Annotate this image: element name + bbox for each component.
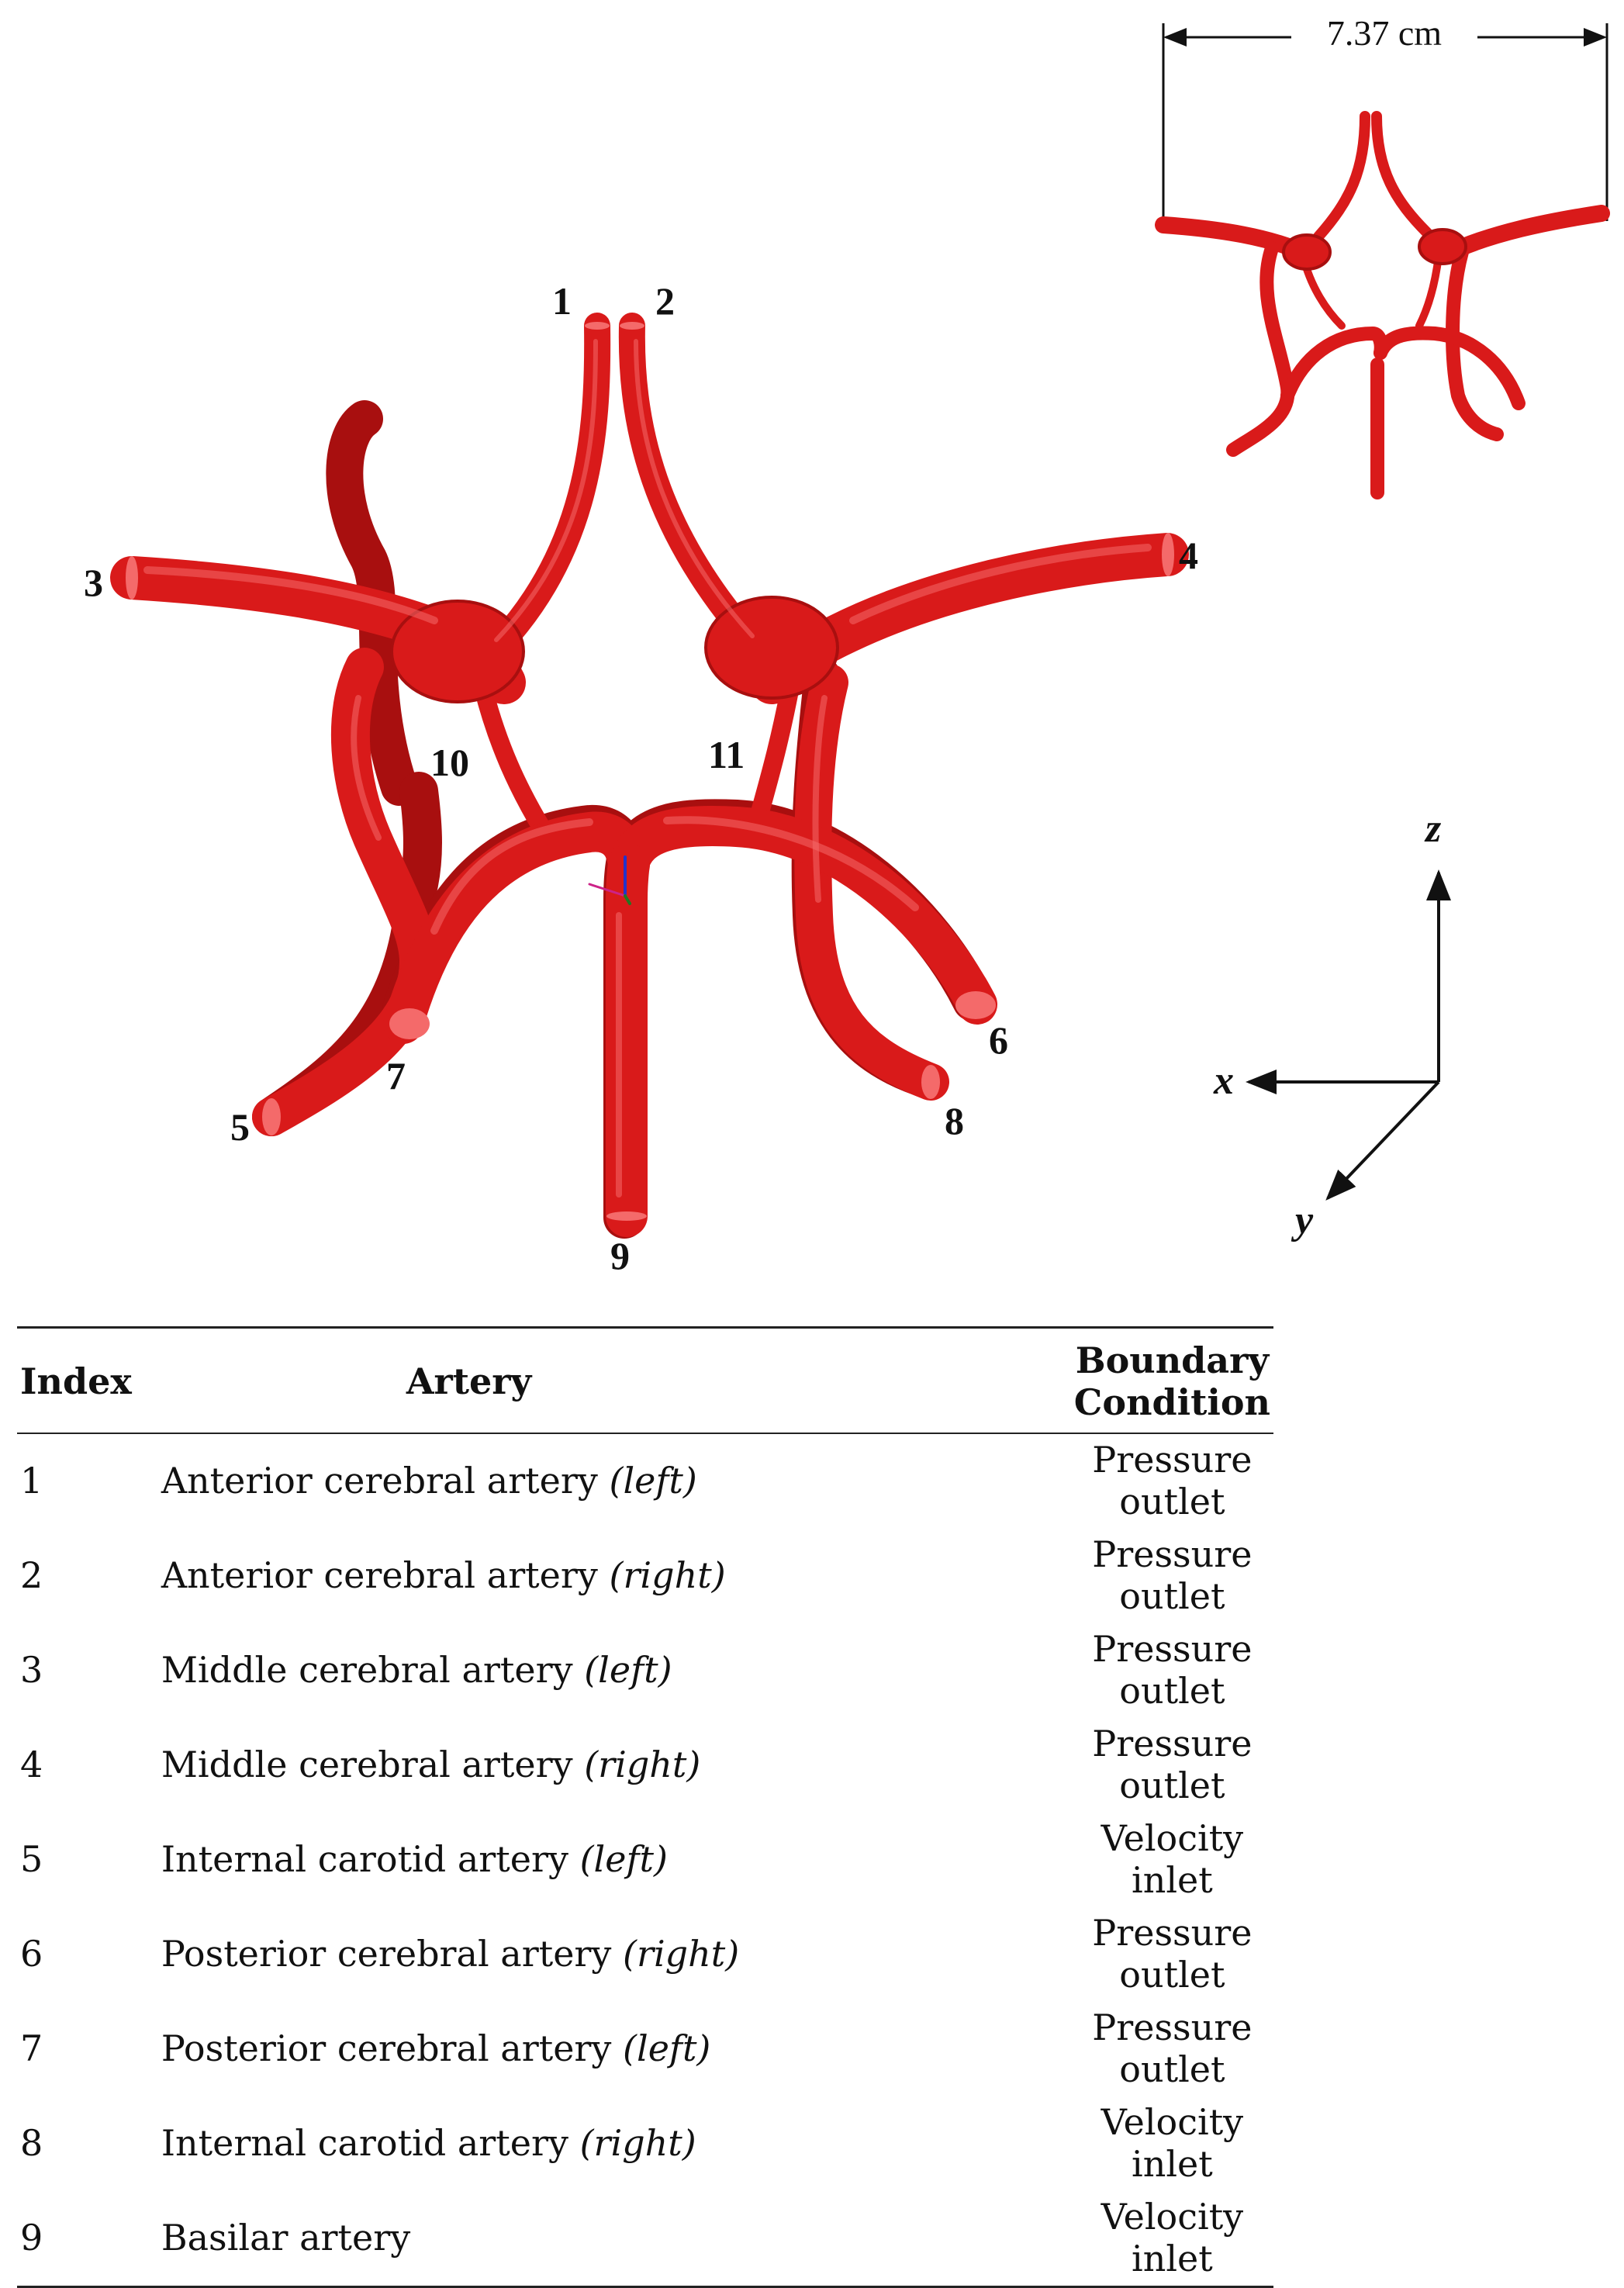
label-1: 1 [552,279,572,323]
artery-side: (right) [579,2122,696,2164]
row-artery: Middle cerebral artery (right) [158,1718,1071,1813]
row-boundary-condition: Pressure outlet [1092,1628,1253,1712]
row-artery: Anterior cerebral artery (right) [158,1529,1071,1623]
axis-x-label: x [1213,1059,1234,1103]
row-artery: Internal carotid artery (right) [158,2096,1071,2191]
artery-side: (right) [623,1933,740,1975]
label-11: 11 [708,733,745,776]
artery-side: (left) [609,1460,697,1502]
artery-name: Middle cerebral artery [161,1649,573,1691]
artery-name: Anterior cerebral artery [161,1554,598,1596]
label-10: 10 [430,741,469,784]
header-artery: Artery [406,1360,532,1402]
inset-model: 7.37 cm [1155,13,1610,499]
artery-name: Middle cerebral artery [161,1744,573,1785]
row-index: 8 [20,2122,43,2164]
row-artery: Basilar artery [158,2191,1071,2287]
row-boundary-condition: Velocity inlet [1101,1817,1244,1901]
artery-side: (left) [579,1838,668,1880]
axis-z-label: z [1424,807,1442,851]
artery-side: (left) [623,2027,711,2069]
label-9: 9 [610,1234,630,1277]
row-index: 7 [20,2027,43,2069]
row-boundary-condition: Pressure outlet [1092,1912,1253,1996]
row-artery: Posterior cerebral artery (right) [158,1907,1071,2002]
row-index: 1 [20,1460,43,1502]
label-4: 4 [1179,534,1198,577]
row-boundary-condition: Pressure outlet [1092,1723,1253,1806]
coordinate-axes [1246,869,1451,1201]
row-boundary-condition: Velocity inlet [1101,2196,1244,2279]
label-5: 5 [230,1105,250,1149]
axis-y-label: y [1291,1198,1314,1243]
circle-of-willis-figure: 1 2 3 4 5 6 7 8 9 10 11 7.37 cm [84,13,1610,1277]
artery-side: (left) [584,1649,672,1691]
table-row: 9 Basilar artery Velocity inlet [17,2191,1273,2287]
row-index: 9 [20,2217,43,2259]
artery-name: Basilar artery [161,2217,411,2259]
header-boundary-condition: Boundary Condition [1073,1339,1271,1423]
table-header-row: Index Artery Boundary Condition [17,1327,1273,1433]
label-7: 7 [386,1054,406,1097]
label-8: 8 [945,1099,964,1142]
inset-dimension-label: 7.37 cm [1327,13,1442,53]
row-boundary-condition: Velocity inlet [1101,2101,1244,2185]
artery-side: (right) [584,1744,701,1785]
header-index: Index [20,1360,132,1402]
label-6: 6 [989,1018,1008,1062]
row-artery: Middle cerebral artery (left) [158,1623,1071,1718]
table-row: 4 Middle cerebral artery (right) Pressure … [17,1718,1273,1813]
artery-model [110,313,1189,1239]
row-index: 5 [20,1838,43,1880]
row-artery: Anterior cerebral artery (left) [158,1433,1071,1529]
artery-name: Internal carotid artery [161,2122,568,2164]
artery-name: Posterior cerebral artery [161,1933,612,1975]
row-index: 4 [20,1744,43,1785]
row-artery: Internal carotid artery (left) [158,1813,1071,1907]
row-index: 6 [20,1933,43,1975]
table-row: 5 Internal carotid artery (left) Velocity … [17,1813,1273,1907]
row-artery: Posterior cerebral artery (left) [158,2002,1071,2096]
label-3: 3 [84,561,103,604]
row-boundary-condition: Pressure outlet [1092,2006,1253,2090]
row-boundary-condition: Pressure outlet [1092,1439,1253,1522]
label-2: 2 [655,279,675,323]
vessel-labels: 1 2 3 4 5 6 7 8 9 10 11 [84,279,1198,1277]
artery-side: (right) [609,1554,726,1596]
artery-name: Internal carotid artery [161,1838,568,1880]
artery-name: Posterior cerebral artery [161,2027,612,2069]
row-boundary-condition: Pressure outlet [1092,1533,1253,1617]
table-row: 1 Anterior cerebral artery (left) Pressure… [17,1433,1273,1529]
row-index: 2 [20,1554,43,1596]
artery-name: Anterior cerebral artery [161,1460,598,1502]
row-index: 3 [20,1649,43,1691]
table-row: 8 Internal carotid artery (right) Velocity… [17,2096,1273,2191]
